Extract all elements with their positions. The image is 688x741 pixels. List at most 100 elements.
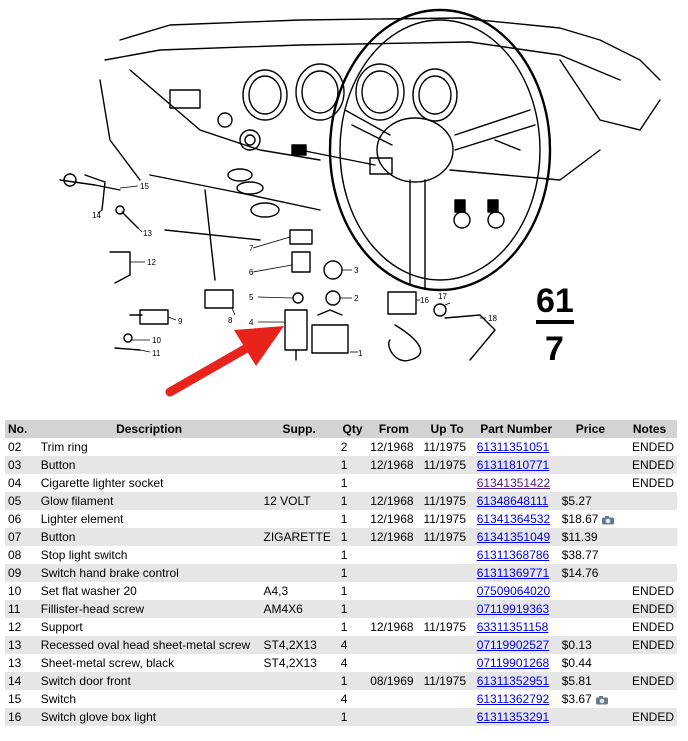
cell-price: $0.44 [558, 654, 623, 672]
part-number-link[interactable]: 61311353291 [476, 710, 550, 724]
part-number-link[interactable]: 63311351158 [476, 620, 549, 634]
part-number-link[interactable]: 61311368786 [476, 548, 550, 562]
cell-no: 02 [5, 438, 38, 456]
cell-part-number: 61311352951 [473, 672, 559, 690]
part-number-link[interactable]: 61348648111 [476, 494, 549, 508]
cell-qty: 1 [337, 618, 368, 636]
cell-part-number: 07509064020 [473, 582, 559, 600]
table-header-row: No. Description Supp. Qty From Up To Par… [5, 420, 677, 438]
cell-from [367, 582, 421, 600]
cell-upto [420, 474, 474, 492]
part-number-link[interactable]: 61341351049 [476, 530, 551, 544]
camera-icon[interactable] [595, 695, 609, 705]
cell-description: Support [37, 618, 261, 636]
cell-notes: ENDED [622, 672, 677, 690]
cell-from [367, 708, 421, 726]
cell-description: Set flat washer 20 [37, 582, 261, 600]
part-number-link[interactable]: 61341351422 [476, 476, 551, 490]
callout-8: 8 [228, 316, 233, 325]
part-number-link[interactable]: 61341364532 [476, 512, 551, 526]
cell-upto: 11/1975 [420, 672, 474, 690]
cell-upto [420, 708, 474, 726]
camera-icon[interactable] [601, 515, 615, 525]
cell-description: Trim ring [37, 438, 261, 456]
cell-notes [622, 690, 677, 708]
cell-from: 08/1969 [367, 672, 421, 690]
part-number-link[interactable]: 07119901268 [476, 656, 550, 670]
cell-part-number: 61341351049 [473, 528, 559, 546]
header-qty: Qty [337, 420, 368, 438]
cell-no: 11 [5, 600, 38, 618]
cell-upto: 11/1975 [420, 618, 474, 636]
cell-supp: AM4X6 [260, 600, 338, 618]
cell-description: Stop light switch [37, 546, 261, 564]
header-price: Price [558, 420, 623, 438]
part-number-link[interactable]: 61311352951 [476, 674, 550, 688]
price-value: $38.77 [561, 548, 599, 562]
cell-qty: 1 [337, 672, 368, 690]
cell-qty: 1 [337, 546, 368, 564]
cell-qty: 1 [337, 474, 368, 492]
cell-supp [260, 708, 338, 726]
cell-part-number: 63311351158 [473, 618, 559, 636]
cell-price: $11.39 [558, 528, 623, 546]
red-arrow-icon [165, 326, 284, 397]
callout-10: 10 [152, 336, 161, 345]
cell-no: 03 [5, 456, 38, 474]
cell-no: 10 [5, 582, 38, 600]
group-label-divider [536, 320, 574, 324]
cell-description: Glow filament [37, 492, 261, 510]
cell-part-number: 61311368786 [473, 546, 559, 564]
cell-price [558, 708, 623, 726]
cell-upto: 11/1975 [420, 456, 474, 474]
cell-notes: ENDED [622, 708, 677, 726]
header-notes: Notes [622, 420, 677, 438]
part-number-link[interactable]: 61311810771 [476, 458, 550, 472]
cell-notes: ENDED [622, 582, 677, 600]
header-no: No. [5, 420, 38, 438]
header-description: Description [37, 420, 261, 438]
callout-9: 9 [178, 317, 183, 326]
part-number-link[interactable]: 07119902527 [476, 638, 550, 652]
cell-from: 12/1968 [367, 456, 421, 474]
cell-upto [420, 582, 474, 600]
cell-notes: ENDED [622, 600, 677, 618]
price-value: $18.67 [561, 512, 599, 526]
part-number-link[interactable]: 07509064020 [476, 584, 551, 598]
callout-1: 1 [358, 349, 363, 358]
cell-description: Lighter element [37, 510, 261, 528]
cell-price: $14.76 [558, 564, 623, 582]
callout-13: 13 [143, 229, 152, 238]
cell-supp: ST4,2X13 [260, 636, 338, 654]
cell-notes: ENDED [622, 438, 677, 456]
cell-qty: 1 [337, 528, 368, 546]
cell-from: 12/1968 [367, 528, 421, 546]
group-label-top: 61 [536, 282, 574, 320]
cell-no: 14 [5, 672, 38, 690]
cell-from: 12/1968 [367, 492, 421, 510]
cell-no: 13 [5, 654, 38, 672]
cell-supp [260, 672, 338, 690]
cell-qty: 2 [337, 438, 368, 456]
part-number-link[interactable]: 07119919363 [476, 602, 550, 616]
cell-qty: 1 [337, 708, 368, 726]
cell-price: $5.81 [558, 672, 623, 690]
dashboard-diagram-drawing: 1 2 3 4 5 6 7 8 9 10 11 12 13 14 15 16 1… [59, 8, 661, 397]
cell-qty: 4 [337, 690, 368, 708]
part-number-link[interactable]: 61311351051 [476, 440, 550, 454]
part-number-link[interactable]: 61311362792 [476, 692, 550, 706]
price-value: $3.67 [561, 692, 592, 706]
cell-price [558, 474, 623, 492]
cell-supp [260, 618, 338, 636]
cell-description: Recessed oval head sheet-metal screw [37, 636, 261, 654]
header-from: From [367, 420, 421, 438]
cell-supp [260, 438, 338, 456]
cell-from [367, 690, 421, 708]
part-number-link[interactable]: 61311369771 [476, 566, 550, 580]
